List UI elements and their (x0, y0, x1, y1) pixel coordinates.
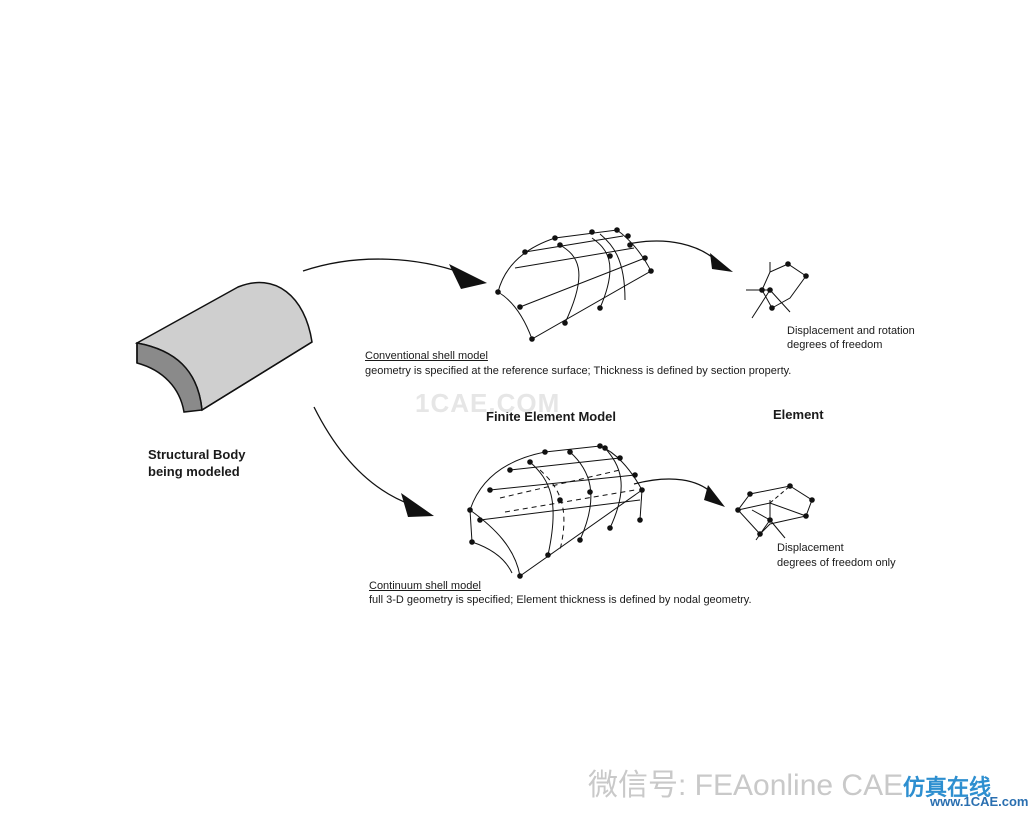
mesh-node (602, 445, 608, 451)
continuum-shell-mesh (469, 445, 643, 577)
mesh-node (529, 336, 535, 342)
mesh-node (567, 449, 573, 455)
arrowheads (401, 253, 733, 517)
mesh-node (557, 497, 563, 503)
mesh-node (597, 443, 603, 449)
structural-body-label-line2: being modeled (148, 464, 240, 479)
mesh-node (747, 491, 753, 497)
mesh-node (552, 235, 558, 241)
mesh-node (632, 472, 638, 478)
mesh-node (787, 483, 793, 489)
mesh-node (545, 552, 551, 558)
mesh-node (557, 242, 563, 248)
brand-watermark-cn: 仿真在线 (903, 775, 992, 801)
footer-watermark: 微信号: FEAonline CAE (588, 769, 904, 802)
mesh-node (614, 227, 620, 233)
mesh-node (517, 573, 523, 579)
mesh-node (785, 261, 791, 267)
mesh-node (639, 487, 645, 493)
mesh-node (767, 287, 773, 293)
mesh-node (527, 459, 533, 465)
mesh-node (589, 229, 595, 235)
structural-body-shape (134, 281, 313, 413)
mesh-node (809, 497, 815, 503)
mesh-node (587, 489, 593, 495)
mesh-node (562, 320, 568, 326)
mesh-node (507, 467, 513, 473)
mesh-node (735, 507, 741, 513)
mesh-node (767, 517, 773, 523)
mesh-node (542, 449, 548, 455)
center-watermark: 1CAE.COM (415, 388, 561, 418)
mesh-node (495, 289, 501, 295)
conventional-dof-line2: degrees of freedom (787, 339, 883, 351)
mesh-node (757, 531, 763, 537)
mesh-node (467, 507, 473, 513)
conventional-shell-description: geometry is specified at the reference s… (365, 365, 792, 377)
mesh-node (597, 305, 603, 311)
brand-watermark-url: www.1CAE.com (930, 794, 1028, 809)
mesh-node (607, 525, 613, 531)
mesh-node (469, 539, 475, 545)
arrow-to-continuum (313, 406, 413, 506)
structural-body-label-line1: Structural Body (148, 447, 246, 462)
mesh-nodes (467, 227, 815, 579)
continuum-shell-title: Continuum shell model (369, 580, 481, 592)
mesh-node (769, 305, 775, 311)
mesh-node (637, 517, 643, 523)
continuum-dof-line1: Displacement (777, 542, 844, 554)
mesh-node (803, 273, 809, 279)
mesh-node (759, 287, 765, 293)
arrow-to-conventional (302, 258, 463, 274)
conventional-shell-mesh (497, 229, 652, 340)
arrow-to-continuum-element (633, 478, 713, 494)
mesh-node (648, 268, 654, 274)
mesh-node (517, 304, 523, 310)
mesh-node (803, 513, 809, 519)
mesh-node (627, 242, 633, 248)
mesh-node (625, 233, 631, 239)
conventional-shell-title: Conventional shell model (365, 350, 488, 362)
mesh-node (577, 537, 583, 543)
element-heading: Element (773, 407, 824, 422)
conventional-dof-line1: Displacement and rotation (787, 325, 915, 337)
mesh-node (617, 455, 623, 461)
mesh-node (487, 487, 493, 493)
mesh-node (642, 255, 648, 261)
fe-model-heading: Finite Element Model (486, 409, 617, 424)
mesh-node (522, 249, 528, 255)
conventional-shell-element (746, 262, 807, 319)
continuum-shell-description: full 3-D geometry is specified; Element … (369, 594, 752, 606)
mesh-node (607, 253, 613, 259)
continuum-dof-line2: degrees of freedom only (777, 557, 896, 569)
mesh-node (477, 517, 483, 523)
